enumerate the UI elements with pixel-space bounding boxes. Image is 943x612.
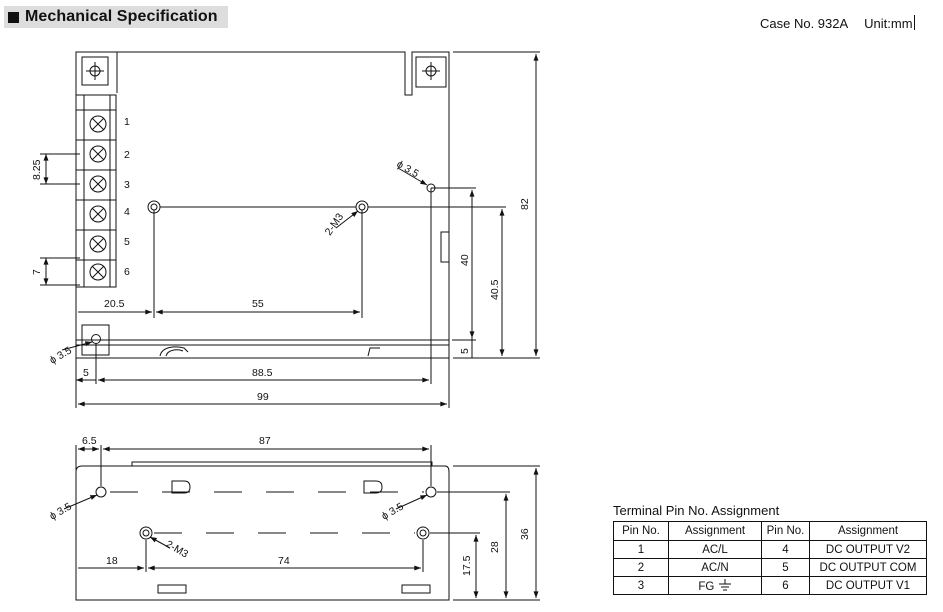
pin-no-cell: 1 <box>613 540 669 559</box>
dim-40-5: 40.5 <box>489 279 501 300</box>
header-assignment-b: Assignment <box>809 521 927 541</box>
table-row: 1 AC/L 4 DC OUTPUT V2 <box>613 540 927 559</box>
assignment-cell: DC OUTPUT V1 <box>809 576 927 595</box>
dim-88-5: 88.5 <box>252 367 273 379</box>
header-pin-no-b: Pin No. <box>761 521 810 541</box>
terminal-number-2: 2 <box>124 149 130 161</box>
terminal-number-6: 6 <box>124 266 130 278</box>
assignment-cell: DC OUTPUT V2 <box>809 540 927 559</box>
pin-no-cell: 5 <box>761 558 810 577</box>
hole-label-right: ϕ 3.5 <box>395 158 421 180</box>
dim-20-5: 20.5 <box>104 298 125 310</box>
dim-74: 74 <box>278 555 290 567</box>
assignment-cell: FG <box>668 576 762 595</box>
dim-5-left: 5 <box>83 367 89 379</box>
dim-40: 40 <box>459 254 471 266</box>
dim-99: 99 <box>257 391 269 403</box>
dim-87: 87 <box>259 435 271 447</box>
side-hole-label-left: ϕ 3.5 <box>48 500 74 522</box>
header-pin-no-a: Pin No. <box>613 521 669 541</box>
dim-36: 36 <box>519 528 531 540</box>
ground-icon <box>718 578 731 590</box>
pin-no-cell: 6 <box>761 576 810 595</box>
assignment-fg-text: FG <box>698 580 715 593</box>
table-header-row: Pin No. Assignment Pin No. Assignment <box>613 521 927 541</box>
pin-no-cell: 3 <box>613 576 669 595</box>
terminal-number-1: 1 <box>124 116 130 128</box>
side-hole-label-right: ϕ 3.5 <box>380 500 406 522</box>
dim-55: 55 <box>252 298 264 310</box>
pin-no-cell: 2 <box>613 558 669 577</box>
top-view <box>40 51 540 408</box>
assignment-cell: DC OUTPUT COM <box>809 558 927 577</box>
assignment-cell: AC/N <box>668 558 762 577</box>
dim-6-5: 6.5 <box>82 435 97 447</box>
table-row: 2 AC/N 5 DC OUTPUT COM <box>613 558 927 577</box>
dim-82: 82 <box>519 198 531 210</box>
dim-18: 18 <box>106 555 118 567</box>
section-title: Mechanical Specification <box>25 8 218 25</box>
side-view-labels: 6.5 87 18 74 17.5 28 36 ϕ 3.5 ϕ 3.5 2-M3 <box>48 435 532 576</box>
header-assignment-a: Assignment <box>668 521 762 541</box>
text-cursor <box>913 15 915 30</box>
terminal-number-5: 5 <box>124 236 130 248</box>
terminal-table-title: Terminal Pin No. Assignment <box>613 503 780 518</box>
side-view <box>63 445 540 601</box>
dim-28: 28 <box>489 541 501 553</box>
dim-5-right: 5 <box>459 348 471 354</box>
terminal-screws <box>89 115 107 281</box>
dim-7: 7 <box>31 269 43 275</box>
dim-8-25: 8.25 <box>31 159 43 180</box>
pin-no-cell: 4 <box>761 540 810 559</box>
case-number: Case No. 932A <box>760 16 849 31</box>
dim-17-5: 17.5 <box>461 555 473 576</box>
header-square-icon <box>8 11 19 23</box>
unit-label: Unit:mm <box>864 16 913 31</box>
terminal-number-3: 3 <box>124 179 130 191</box>
case-info: Case No. 932A Unit:mm <box>760 15 915 31</box>
section-header: Mechanical Specification <box>4 6 228 28</box>
thread-label: 2-M3 <box>323 211 347 238</box>
terminal-pin-table: Pin No. Assignment Pin No. Assignment 1 … <box>613 521 927 595</box>
table-row: 3 FG 6 DC OUTPUT V1 <box>613 576 927 595</box>
side-thread-label: 2-M3 <box>164 538 191 560</box>
terminal-number-4: 4 <box>124 206 130 218</box>
assignment-cell: AC/L <box>668 540 762 559</box>
